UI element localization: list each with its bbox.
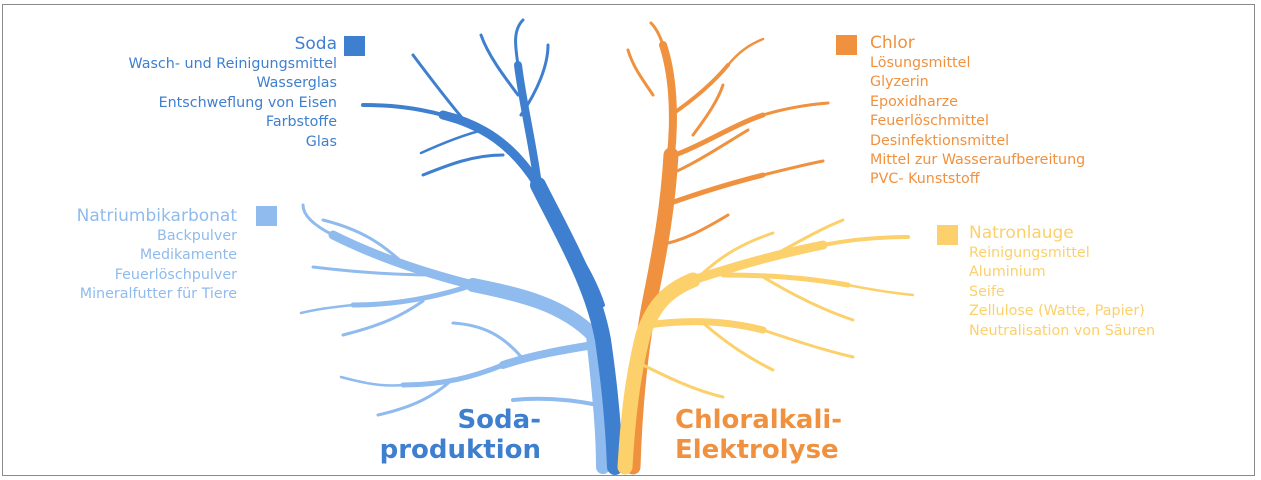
group-natron-title: Natronlauge — [969, 222, 1155, 244]
soda-item: Glas — [129, 133, 338, 152]
chlor-item: PVC- Kunststoff — [870, 170, 1085, 189]
group-natron: Natronlauge Reinigungsmittel Aluminium S… — [969, 222, 1155, 341]
group-natrium-title: Natriumbikarbonat — [77, 205, 237, 227]
branch-stroke — [353, 285, 473, 305]
branch-stroke — [363, 105, 443, 115]
branch-stroke — [628, 50, 653, 95]
soda-swatch — [344, 36, 365, 56]
label-chlor-line1: Chloralkali- — [675, 405, 842, 435]
natrium-item: Backpulver — [77, 227, 237, 246]
branch-stroke — [763, 220, 843, 261]
diagram-frame: Soda Wasch- und Reinigungsmittel Wasserg… — [2, 4, 1255, 476]
branch-stroke — [665, 175, 763, 205]
group-natrium: Natriumbikarbonat Backpulver Medikamente… — [77, 205, 237, 305]
branch-stroke — [728, 39, 763, 65]
branch-stroke — [663, 45, 673, 155]
branch-stroke — [443, 115, 538, 185]
chlor-item: Desinfektionsmittel — [870, 132, 1085, 151]
natron-item: Zellulose (Watte, Papier) — [969, 302, 1155, 321]
label-chloralkali-elektrolyse: Chloralkali- Elektrolyse — [675, 405, 842, 465]
label-soda-produktion: Soda- produktion — [380, 405, 541, 465]
group-soda: Soda Wasch- und Reinigungsmittel Wasserg… — [129, 33, 338, 152]
group-chlor-title: Chlor — [870, 32, 1085, 54]
natron-item: Seife — [969, 283, 1155, 302]
branch-stroke — [643, 365, 723, 397]
soda-item: Entschweflung von Eisen — [129, 94, 338, 113]
natrium-item: Feuerlöschpulver — [77, 266, 237, 285]
branch-stroke — [341, 377, 403, 386]
label-chlor-line2: Elektrolyse — [675, 435, 842, 465]
branch-stroke — [333, 235, 473, 285]
natrium-item: Mineralfutter für Tiere — [77, 285, 237, 304]
branch-stroke — [403, 365, 503, 385]
natron-item: Neutralisation von Säuren — [969, 322, 1155, 341]
branch-stroke — [763, 330, 853, 357]
chlor-item: Feuerlöschmittel — [870, 112, 1085, 131]
natrium-swatch — [256, 206, 277, 226]
branch-stroke — [423, 155, 503, 175]
natrium-item: Medikamente — [77, 246, 237, 265]
natron-item: Aluminium — [969, 263, 1155, 282]
branch-stroke — [516, 20, 523, 65]
group-soda-title: Soda — [129, 33, 338, 55]
soda-item: Wasserglas — [129, 74, 338, 93]
branch-stroke — [763, 161, 823, 175]
chlor-item: Mittel zur Wasseraufbereitung — [870, 151, 1085, 170]
label-soda-line1: Soda- — [380, 405, 541, 435]
branch-stroke — [453, 323, 523, 359]
natron-swatch — [937, 225, 958, 245]
branch-chlor — [628, 23, 828, 467]
soda-item: Farbstoffe — [129, 113, 338, 132]
branch-stroke — [823, 237, 908, 245]
branch-stroke — [301, 305, 353, 313]
branch-stroke — [723, 275, 848, 285]
chlor-swatch — [836, 35, 857, 55]
chlor-item: Epoxidharze — [870, 93, 1085, 112]
chlor-item: Lösungsmittel — [870, 54, 1085, 73]
soda-item: Wasch- und Reinigungsmittel — [129, 55, 338, 74]
branch-stroke — [481, 35, 518, 95]
branch-stroke — [651, 23, 663, 45]
branch-stroke — [421, 130, 483, 153]
branch-stroke — [763, 103, 828, 115]
chlor-item: Glyzerin — [870, 73, 1085, 92]
natron-item: Reinigungsmittel — [969, 244, 1155, 263]
label-soda-line2: produktion — [380, 435, 541, 465]
group-chlor: Chlor Lösungsmittel Glyzerin Epoxidharze… — [870, 32, 1085, 190]
branch-stroke — [503, 345, 593, 365]
branch-stroke — [848, 285, 913, 295]
branch-stroke — [671, 65, 728, 115]
